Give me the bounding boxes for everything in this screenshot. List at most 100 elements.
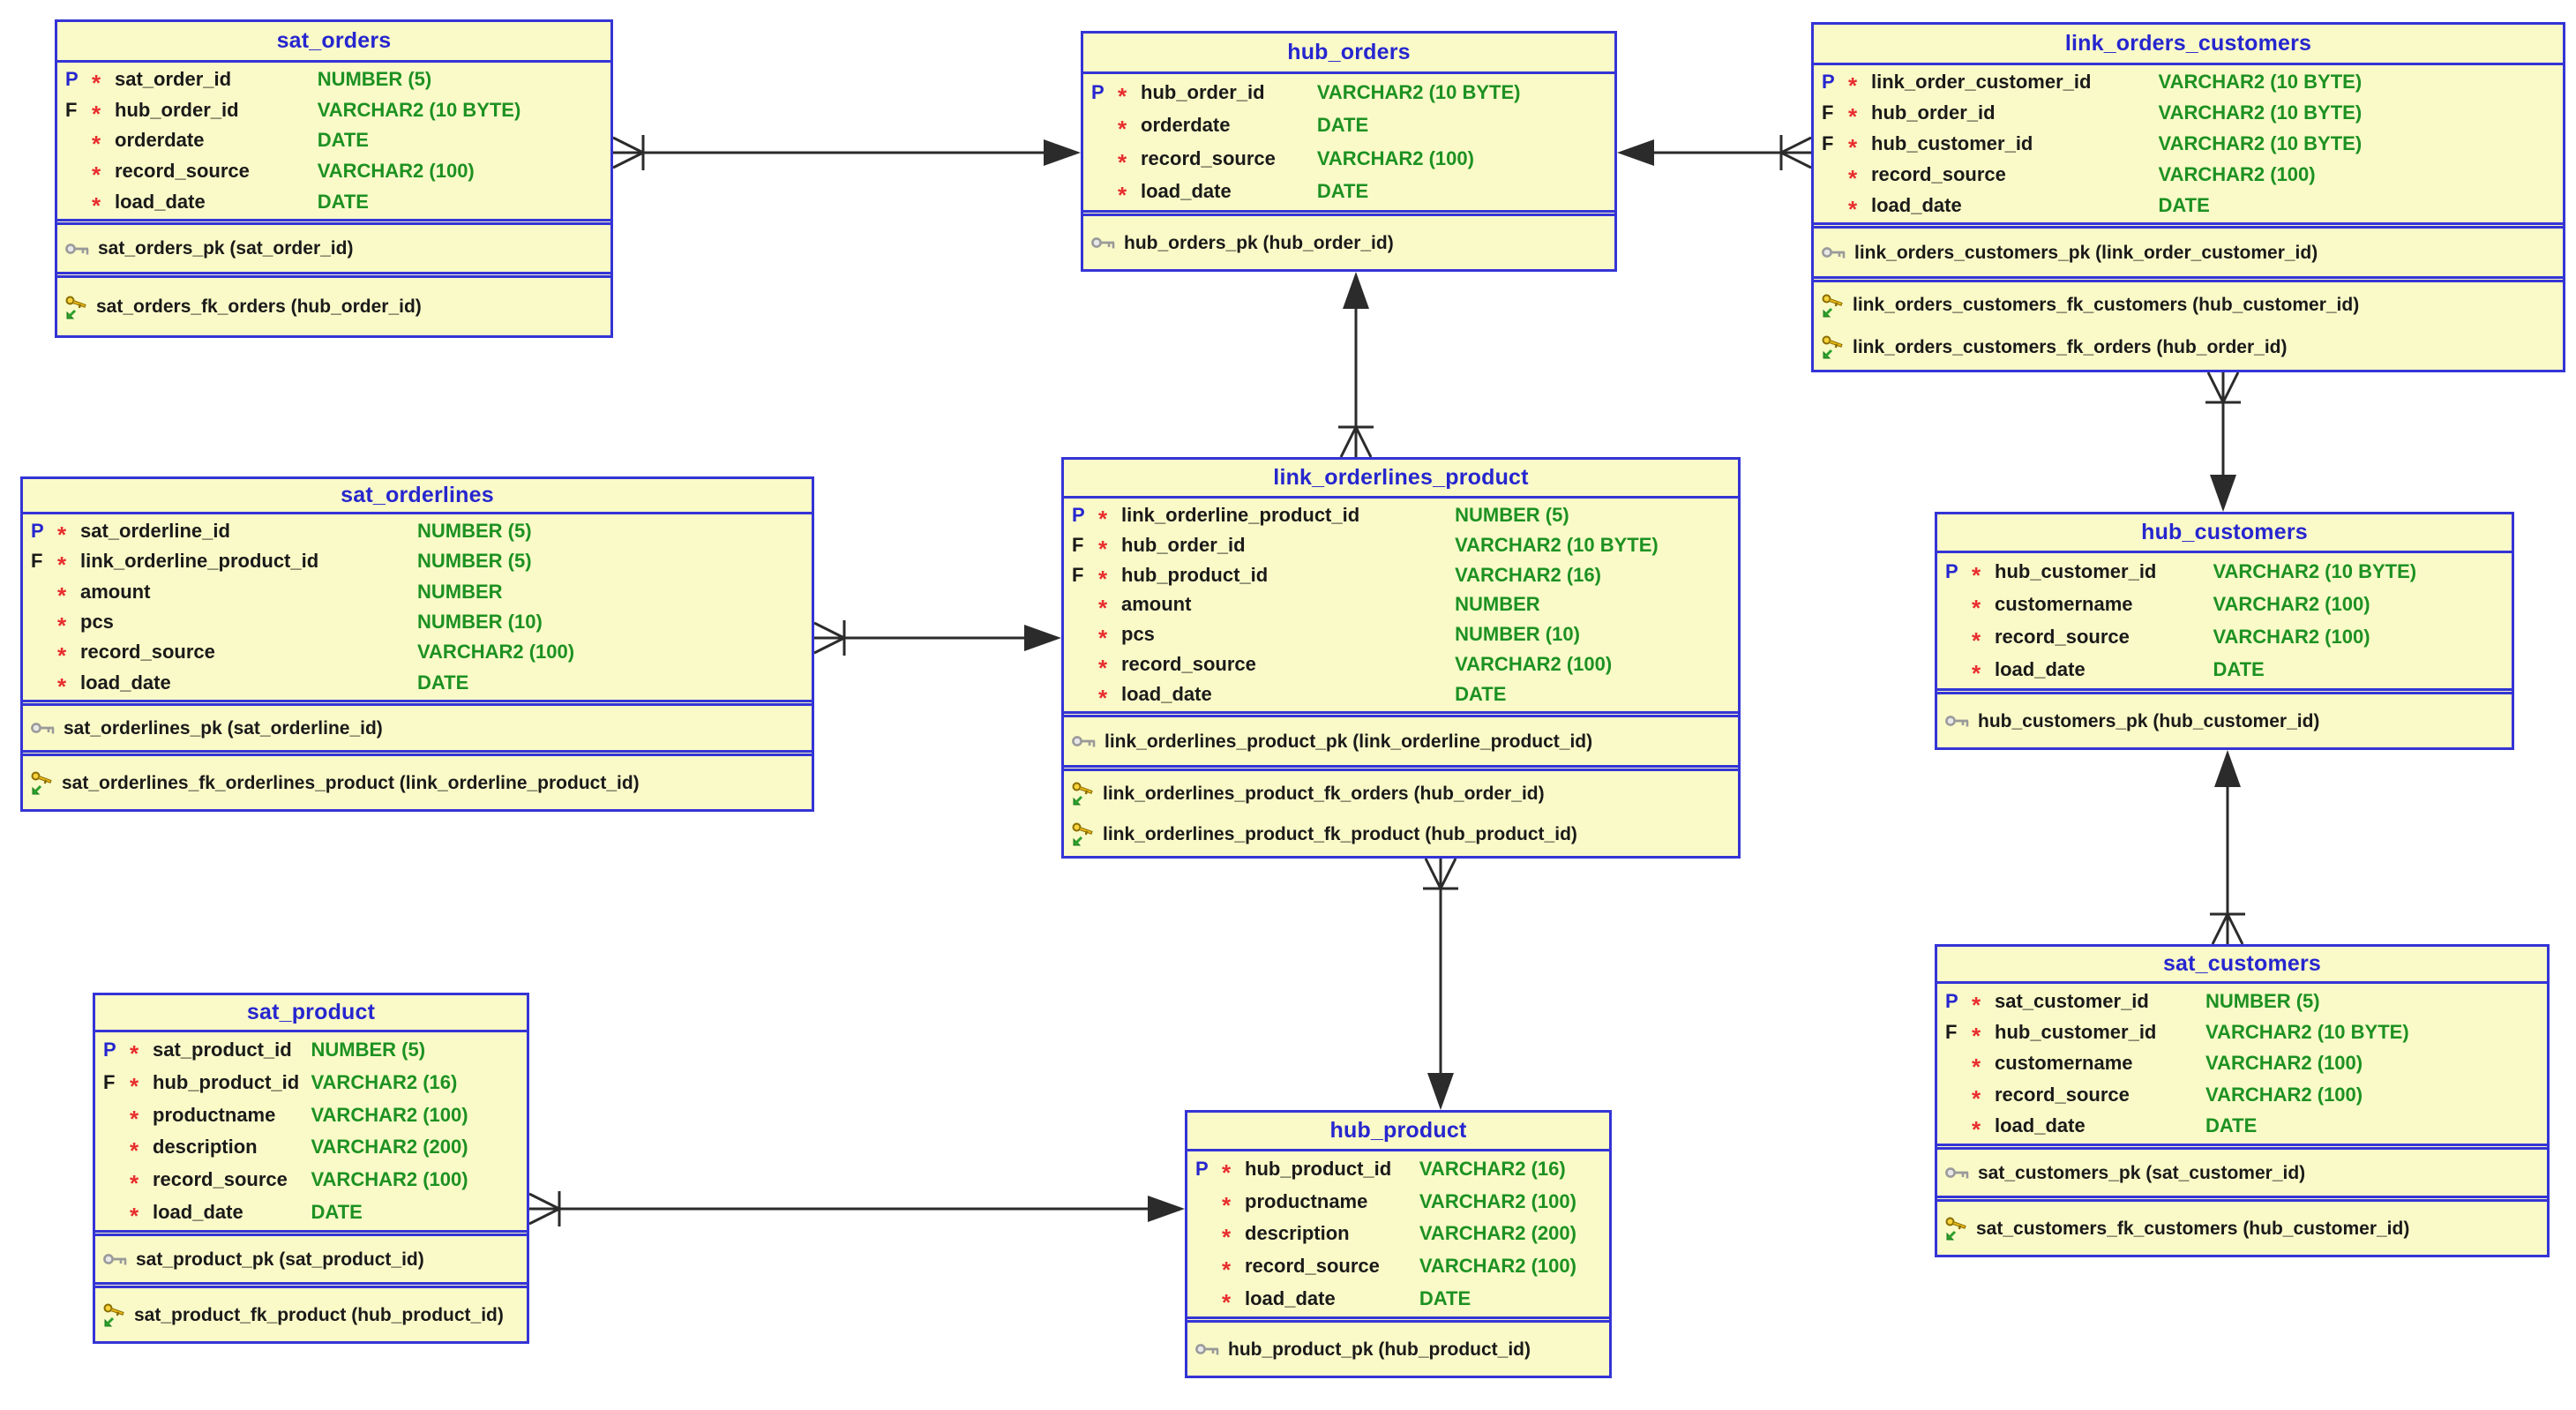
required-marker: * xyxy=(57,672,67,700)
entity-title[interactable]: link_orders_customers xyxy=(1814,25,2563,65)
relationship-sat_product-hub_product[interactable] xyxy=(528,1191,1185,1226)
required-marker: * xyxy=(92,100,101,127)
column-name: load_date xyxy=(1245,1286,1336,1309)
required-marker: * xyxy=(1848,195,1858,222)
foreign-key-row[interactable]: sat_orders_fk_orders (hub_order_id) xyxy=(57,295,610,319)
relationship-link_orderlines_product-hub_orders[interactable] xyxy=(1338,272,1374,458)
primary-key-row[interactable]: sat_orderlines_pk (sat_orderline_id) xyxy=(23,719,812,738)
relationship-sat_orders-hub_orders[interactable] xyxy=(612,135,1081,170)
relationship-sat_orderlines-link_orderlines_product[interactable] xyxy=(813,620,1061,656)
primary-key-row[interactable]: sat_orders_pk (sat_order_id) xyxy=(57,239,610,258)
entity-title[interactable]: sat_orderlines xyxy=(23,479,812,514)
relationship-link_orderlines_product-hub_product[interactable] xyxy=(1423,858,1458,1110)
fk-flag: F xyxy=(1072,563,1084,586)
relationship-link_orders_customers-hub_orders[interactable] xyxy=(1617,135,1812,170)
column-name: load_date xyxy=(153,1200,243,1223)
foreign-key-row[interactable]: sat_orderlines_fk_orderlines_product (li… xyxy=(23,770,812,795)
entity-title[interactable]: link_orderlines_product xyxy=(1064,460,1738,499)
column-type: VARCHAR2 (100) xyxy=(1455,653,1613,676)
entity-link_orders_customers[interactable]: link_orders_customers P*link_order_custo… xyxy=(1811,22,2565,372)
primary-key-row[interactable]: link_orderlines_product_pk (link_orderli… xyxy=(1064,732,1738,751)
entity-link_orderlines_product[interactable]: link_orderlines_product P*link_orderline… xyxy=(1061,457,1741,859)
foreign-key-row[interactable]: sat_product_fk_product (hub_product_id) xyxy=(95,1302,527,1327)
entity-title[interactable]: sat_customers xyxy=(1937,947,2547,984)
entity-title[interactable]: hub_customers xyxy=(1937,514,2512,553)
entity-title[interactable]: hub_product xyxy=(1187,1113,1609,1151)
foreign-key-row[interactable]: link_orders_customers_fk_orders (hub_ord… xyxy=(1814,334,2563,359)
entity-title[interactable]: sat_orders xyxy=(57,22,610,63)
relationship-sat_customers-hub_customers[interactable] xyxy=(2210,750,2245,945)
primary-key-row[interactable]: hub_orders_pk (hub_order_id) xyxy=(1083,234,1614,252)
required-marker: * xyxy=(1848,103,1858,131)
column-name: link_orderline_product_id xyxy=(80,550,319,573)
entity-title[interactable]: hub_orders xyxy=(1083,34,1614,74)
foreign-key-row[interactable]: link_orderlines_product_fk_orders (hub_o… xyxy=(1064,781,1738,806)
primary-key-row[interactable]: link_orders_customers_pk (link_order_cus… xyxy=(1814,244,2563,262)
relationship-link_orders_customers-hub_customers[interactable] xyxy=(2205,371,2241,512)
entity-title[interactable]: sat_product xyxy=(95,995,527,1032)
primary-key-row[interactable]: sat_customers_pk (sat_customer_id) xyxy=(1937,1164,2547,1182)
foreign-key-row[interactable]: sat_customers_fk_customers (hub_customer… xyxy=(1937,1216,2547,1241)
foreign-key-row[interactable]: link_orderlines_product_fk_product (hub_… xyxy=(1064,821,1738,846)
primary-key-row[interactable]: hub_product_pk (hub_product_id) xyxy=(1187,1340,1609,1359)
primary-key-row[interactable]: sat_product_pk (sat_product_id) xyxy=(95,1250,527,1269)
foreign-key-row[interactable]: link_orders_customers_fk_customers (hub_… xyxy=(1814,293,2563,318)
primary-key-row[interactable]: hub_customers_pk (hub_customer_id) xyxy=(1937,712,2512,731)
column-name: hub_order_id xyxy=(115,98,239,121)
